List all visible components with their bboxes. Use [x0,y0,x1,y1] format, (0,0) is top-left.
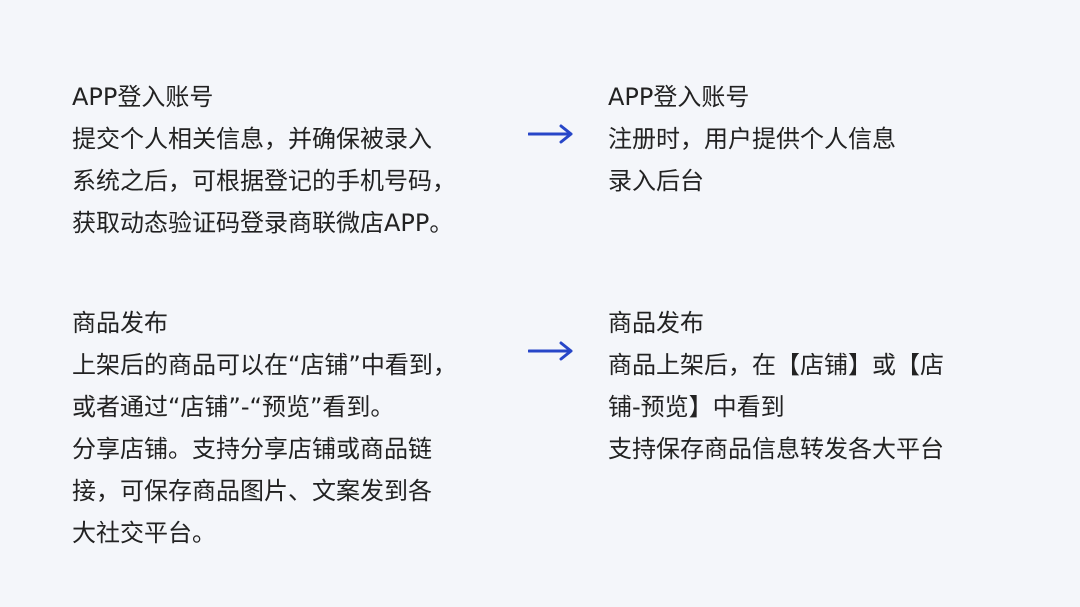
row2-revised-text: 商品发布 商品上架后，在【店铺】或【店 铺-预览】中看到 支持保存商品信息转发各… [608,302,944,470]
row2-title: 商品发布 [72,309,168,337]
text-line: 大社交平台。 [72,519,216,547]
arrow-right-icon [528,124,573,144]
text-line: 分享店铺。支持分享店铺或商品链 [72,435,432,463]
text-line: 获取动态验证码登录商联微店APP。 [72,209,454,237]
text-line: 录入后台 [608,167,704,195]
row1-original-text: APP登入账号 提交个人相关信息，并确保被录入 系统之后，可根据登记的手机号码，… [72,76,456,244]
text-line: 接，可保存商品图片、文案发到各 [72,477,432,505]
text-line: 或者通过“店铺”-“预览”看到。 [72,393,395,421]
row1-title: APP登入账号 [608,83,750,111]
text-line: 铺-预览】中看到 [608,393,785,421]
row2-original-text: 商品发布 上架后的商品可以在“店铺”中看到， 或者通过“店铺”-“预览”看到。 … [72,302,457,554]
text-line: 支持保存商品信息转发各大平台 [608,435,944,463]
arrow-right-icon [528,341,573,361]
row1-title: APP登入账号 [72,83,214,111]
row2-title: 商品发布 [608,309,704,337]
text-line: 上架后的商品可以在“店铺”中看到， [72,351,457,379]
text-line: 系统之后，可根据登记的手机号码， [72,167,456,195]
text-line: 商品上架后，在【店铺】或【店 [608,351,944,379]
text-line: 注册时，用户提供个人信息 [608,125,896,153]
row1-revised-text: APP登入账号 注册时，用户提供个人信息 录入后台 [608,76,896,202]
text-line: 提交个人相关信息，并确保被录入 [72,125,432,153]
